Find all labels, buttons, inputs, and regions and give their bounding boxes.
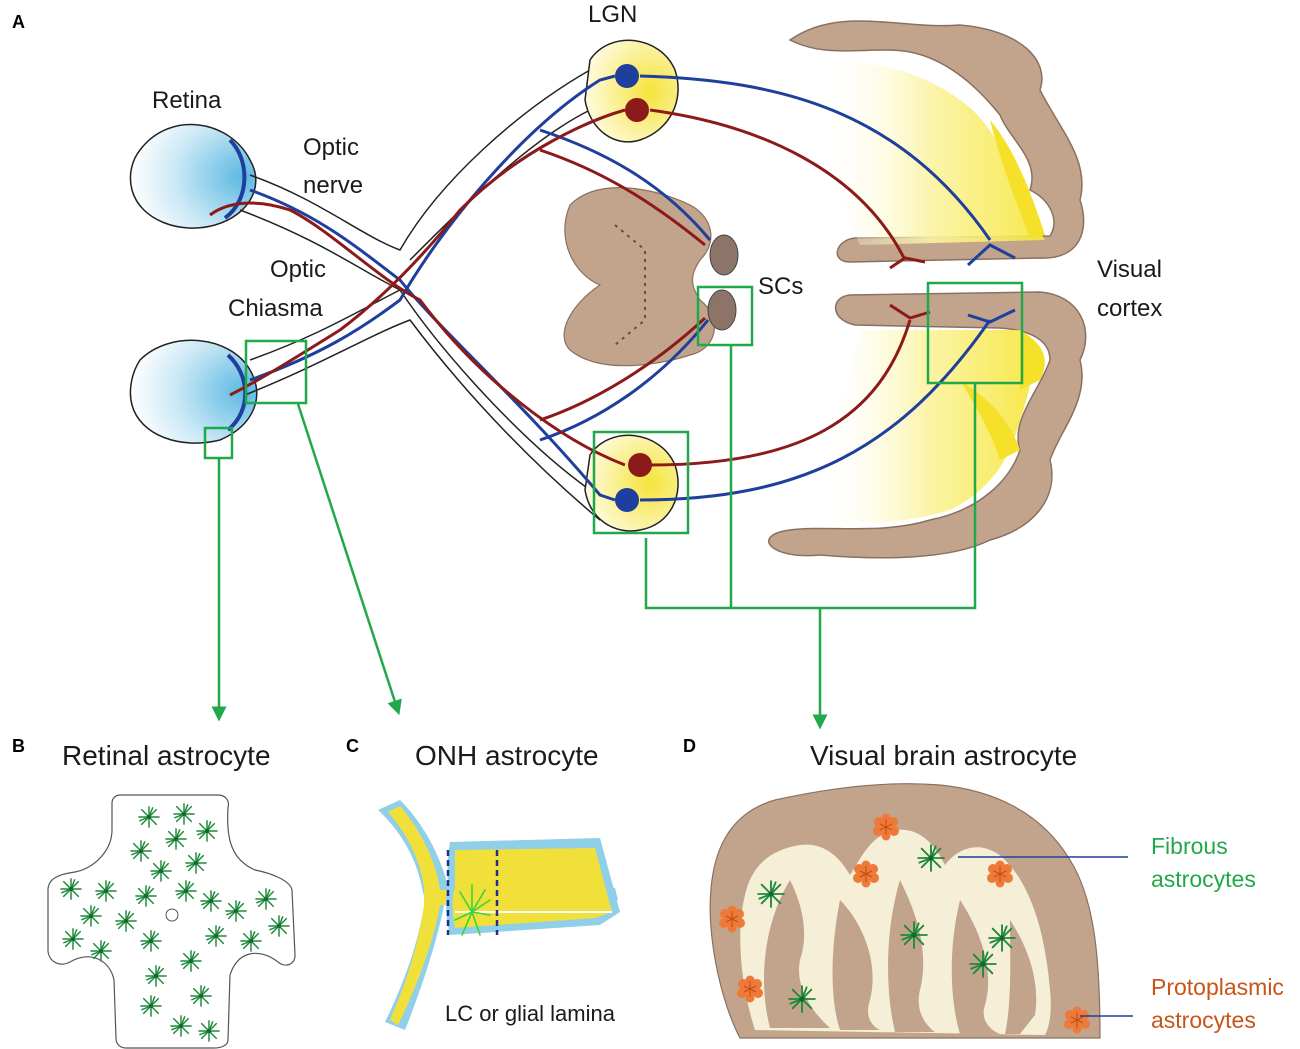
label-scs: SCs: [758, 273, 803, 300]
panel-label-d: D: [683, 736, 696, 756]
label-fibrous-2: astrocytes: [1151, 866, 1256, 892]
label-protoplasmic-2: astrocytes: [1151, 1007, 1256, 1033]
optic-nerve-head: [378, 800, 620, 1030]
label-lgn: LGN: [588, 1, 637, 28]
brain-section: [709, 783, 1101, 1039]
optic-tract-outline: [239, 69, 601, 521]
panel-label-a: A: [12, 12, 25, 32]
lgn-bottom: [584, 434, 679, 532]
label-visual-cortex-2: cortex: [1097, 295, 1162, 322]
box-chiasma: [244, 339, 308, 405]
retina-top: [129, 123, 257, 229]
subtitle-onh: ONH astrocyte: [415, 740, 599, 771]
subtitle-retinal: Retinal astrocyte: [62, 740, 271, 771]
visual-cortex: [768, 20, 1087, 559]
box-sc: [696, 285, 754, 347]
red-pathways: [209, 108, 931, 467]
label-fibrous-1: Fibrous: [1151, 833, 1228, 859]
label-optic-chiasma-1: Optic: [270, 256, 326, 283]
blue-pathways: [249, 74, 1016, 502]
label-visual-cortex-1: Visual: [1097, 256, 1162, 283]
label-optic-nerve-1: Optic: [303, 134, 359, 161]
label-lc: LC or glial lamina: [445, 1001, 616, 1026]
box-lgn: [592, 430, 690, 535]
label-optic-chiasma-2: Chiasma: [228, 295, 323, 322]
subtitle-visual-brain: Visual brain astrocyte: [810, 740, 1077, 771]
label-retina: Retina: [152, 87, 222, 114]
panel-label-c: C: [346, 736, 359, 756]
lgn-top: [584, 39, 679, 143]
panel-label-b: B: [12, 736, 25, 756]
label-protoplasmic-1: Protoplasmic: [1151, 974, 1284, 1000]
label-optic-nerve-2: nerve: [303, 172, 363, 199]
retinal-flatmount: [47, 794, 296, 1049]
connector-arrows: [211, 345, 977, 730]
midbrain: [563, 187, 739, 367]
